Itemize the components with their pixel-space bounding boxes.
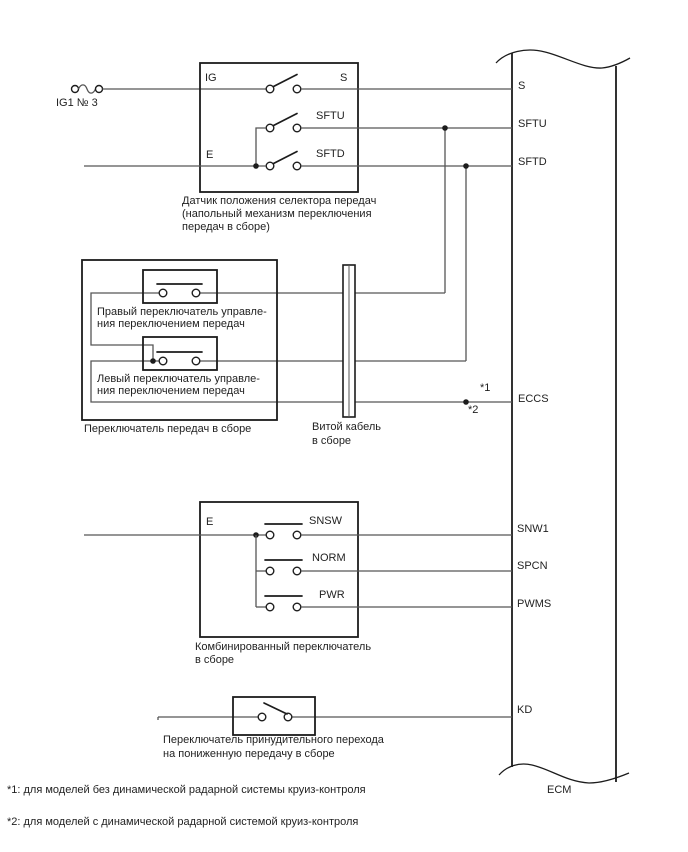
right-switch-box: [142, 269, 218, 304]
wire-eccs: [90, 360, 512, 403]
kickdown-switch-group: [148, 696, 512, 753]
combination-switch-group: [74, 501, 512, 638]
selector-sensor-group: [70, 62, 512, 202]
ecm-pin-eccs: ECCS: [518, 393, 549, 405]
ecm-pin-sftd: SFTD: [518, 156, 547, 168]
cable-caption-line: в сборе: [312, 435, 352, 447]
ecm-label: ECM: [547, 784, 572, 796]
fuse-label: IG1 № 3: [56, 97, 98, 109]
selector-caption-line: (напольный механизм переключения: [182, 208, 372, 220]
switch-contact: [191, 356, 201, 366]
switch-contact: [292, 530, 302, 540]
ground-symbol: [74, 166, 94, 202]
kickdown-switch-box: [232, 696, 316, 736]
ecm-pin-sftu: SFTU: [518, 118, 547, 130]
selector-pin-sftd: SFTD: [316, 148, 345, 160]
junction-dot: [442, 125, 448, 131]
footnote-2: *2: для моделей с динамической радарной …: [7, 816, 359, 828]
combo-pin-e: E: [206, 516, 214, 528]
left-switch-label-line: ния переключением передач: [97, 385, 245, 397]
switch-contact: [292, 161, 302, 171]
switch-contact: [265, 566, 275, 576]
note2-marker: *2: [468, 404, 479, 416]
combo-pin-norm: NORM: [312, 552, 346, 564]
switch-blade: [272, 112, 298, 127]
combo-caption-line: в сборе: [195, 654, 235, 666]
selector-caption-line: передач в сборе): [182, 221, 270, 233]
kickdown-caption-line: Переключатель принудительного перехода: [163, 734, 384, 746]
switch-contact: [292, 84, 302, 94]
switch-contact: [265, 602, 275, 612]
selector-pin-ig: IG: [205, 72, 217, 84]
ecm-pin-s: S: [518, 80, 526, 92]
switch-contact: [292, 602, 302, 612]
ecm-bottom-break-line: [498, 763, 630, 784]
fuse-terminal: [94, 84, 104, 94]
footnote-1: *1: для моделей без динамической радарно…: [7, 784, 366, 796]
shift-assembly-box: [81, 259, 278, 421]
ecm-top-break-line: [495, 49, 631, 69]
shift-switch-assembly-group: [81, 125, 512, 438]
switch-contact: [292, 123, 302, 133]
shift-assembly-caption: Переключатель передач в сборе: [84, 423, 252, 435]
combo-pin-pwr: PWR: [319, 589, 345, 601]
combination-switch-box: [199, 501, 359, 638]
left-switch-box: [142, 336, 218, 371]
junction-dot: [253, 163, 259, 169]
kickdown-caption-line: на пониженную передачу в сборе: [163, 748, 335, 760]
switch-contact: [265, 123, 275, 133]
fuse-element: [77, 84, 97, 94]
twisted-cable-group: [342, 264, 356, 418]
ecm-block: [495, 49, 631, 784]
switch-contact: [292, 566, 302, 576]
switch-contact: [191, 288, 201, 298]
left-switch-label-line: Левый переключатель управле-: [97, 373, 260, 385]
switch-contact: [265, 84, 275, 94]
cable-caption-line: Витой кабель: [312, 421, 381, 433]
right-switch-label-line: ния переключением передач: [97, 318, 245, 330]
switch-contact: [265, 530, 275, 540]
ground-symbol: [74, 535, 94, 571]
switch-blade: [263, 702, 288, 715]
switch-contact: [158, 288, 168, 298]
selector-pin-s: S: [340, 72, 348, 84]
ecm-pin-pwms: PWMS: [517, 598, 552, 610]
junction-dot: [150, 358, 156, 364]
selector-pin-e: E: [206, 149, 214, 161]
fuse-terminal: [70, 84, 80, 94]
wire-sftu-elbow: [255, 127, 266, 166]
combo-caption-line: Комбинированный переключатель: [195, 641, 372, 653]
right-switch-label-line: Правый переключатель управле-: [97, 306, 267, 318]
switch-contact: [257, 712, 267, 722]
note1-marker: *1: [480, 382, 491, 394]
junction-dot: [463, 163, 469, 169]
wire-switch-common: [90, 292, 159, 361]
combo-pin-snsw: SNSW: [309, 515, 342, 527]
switch-contact: [158, 356, 168, 366]
selector-pin-sftu: SFTU: [316, 110, 345, 122]
switch-contact: [283, 712, 293, 722]
selector-caption-line: Датчик положения селектора передач: [182, 195, 377, 207]
switch-blade: [272, 150, 298, 165]
ecm-pin-snw1: SNW1: [517, 523, 549, 535]
ecm-pin-spcn: SPCN: [517, 560, 548, 572]
switch-contact: [265, 161, 275, 171]
switch-blade: [272, 73, 298, 88]
ecm-pin-kd: KD: [517, 704, 533, 716]
